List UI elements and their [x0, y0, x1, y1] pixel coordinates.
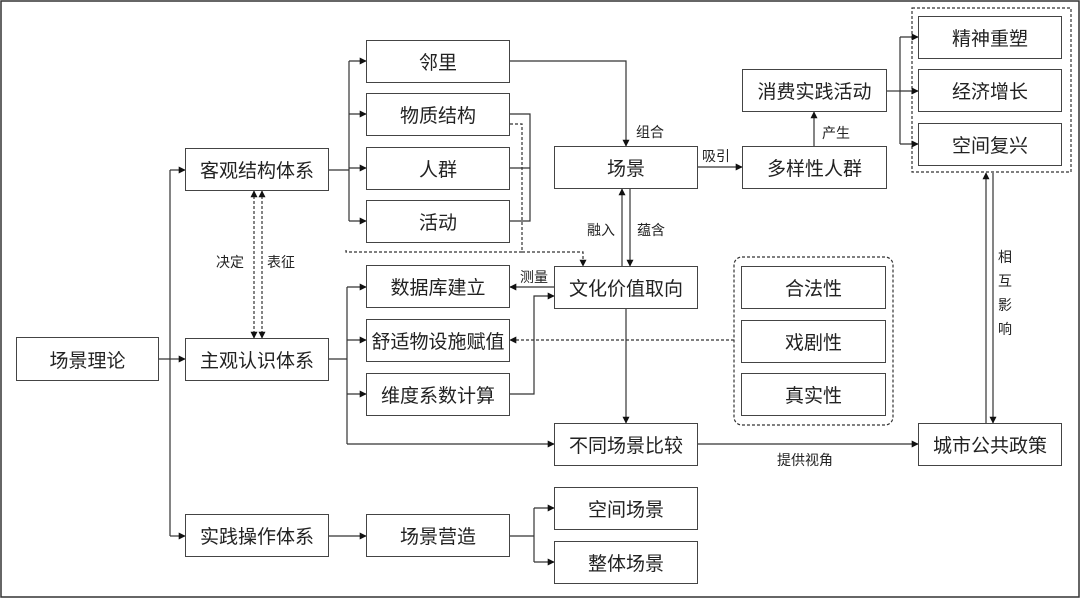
connector-trunk [159, 170, 171, 360]
connector-material-dashed-b [522, 251, 587, 267]
value-dimension-group [733, 256, 894, 426]
label-produce: 产生 [822, 126, 850, 142]
connector-dimension-to-value [510, 292, 555, 395]
node-activity: 活动 [366, 200, 510, 243]
node-subjective-system: 主观认识体系 [185, 338, 329, 381]
label-contain: 蕴含 [637, 223, 665, 239]
node-consumption: 消费实践活动 [742, 69, 887, 112]
node-cultural-value: 文化价值取向 [554, 266, 698, 309]
node-legitimacy: 合法性 [741, 266, 886, 309]
outcome-group [911, 7, 1072, 173]
node-scene-making: 场景营造 [366, 514, 510, 557]
node-economy: 经济增长 [918, 69, 1062, 112]
node-scene-theory: 场景理论 [16, 337, 159, 381]
node-dimension: 维度系数计算 [366, 373, 510, 416]
label-combine: 组合 [636, 125, 664, 141]
node-neighborhood: 邻里 [366, 40, 510, 83]
label-measure: 测量 [520, 270, 548, 286]
node-scene: 场景 [554, 146, 698, 189]
node-space-scene: 空间场景 [554, 487, 698, 530]
node-spirit: 精神重塑 [918, 16, 1062, 59]
label-attract: 吸引 [702, 149, 730, 165]
node-crowd: 人群 [366, 147, 510, 190]
label-perspective: 提供视角 [777, 453, 833, 469]
node-authenticity: 真实性 [741, 373, 886, 416]
label-represent: 表征 [267, 255, 295, 271]
label-mutual: 相互影响 [998, 250, 1012, 338]
label-decide: 决定 [216, 255, 244, 271]
node-amenity: 舒适物设施赋值 [366, 319, 510, 362]
node-material-structure: 物质结构 [366, 93, 510, 136]
label-integrate: 融入 [587, 223, 615, 239]
node-diverse-crowd: 多样性人群 [742, 146, 887, 189]
node-database: 数据库建立 [366, 265, 510, 308]
node-theatricality: 戏剧性 [741, 320, 886, 363]
node-revival: 空间复兴 [918, 123, 1062, 166]
connector-combine [510, 60, 630, 147]
node-whole-scene: 整体场景 [554, 541, 698, 584]
node-practice-system: 实践操作体系 [185, 514, 329, 557]
node-objective-system: 客观结构体系 [185, 148, 329, 191]
node-policy: 城市公共政策 [918, 423, 1062, 466]
node-compare: 不同场景比较 [554, 423, 698, 466]
